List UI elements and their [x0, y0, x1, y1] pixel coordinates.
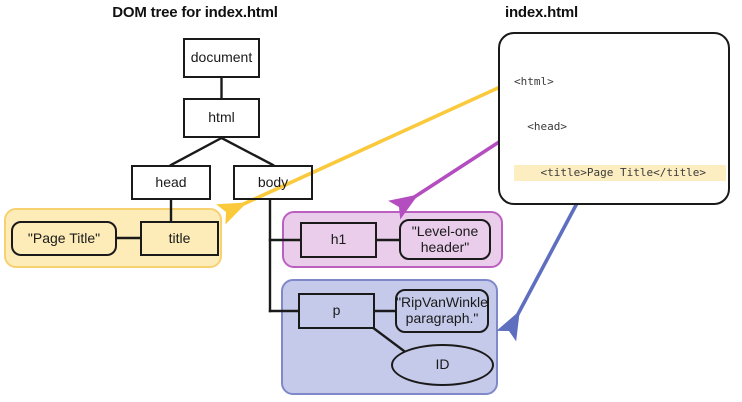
node-document[interactable]: document [183, 38, 260, 78]
node-id-attribute[interactable]: ID [391, 344, 494, 386]
node-p[interactable]: p [298, 293, 375, 329]
dom-tree-title: DOM tree for index.html [112, 4, 278, 21]
node-head[interactable]: head [131, 165, 211, 200]
edge-html-body [219, 136, 275, 167]
code-line: <head> [514, 120, 567, 134]
tree-edges [115, 76, 414, 359]
node-p-text[interactable]: "RipVanWinkle paragraph." [395, 289, 489, 333]
node-html[interactable]: html [183, 98, 260, 138]
edge-html-head [169, 136, 224, 167]
code-panel-title: index.html [505, 4, 579, 21]
code-line: <html> [514, 74, 554, 88]
node-title-text[interactable]: "Page Title" [11, 221, 117, 256]
node-h1-text[interactable]: "Level-one header" [399, 219, 491, 260]
code-panel: <html> <head> <title>Page Title</title> … [498, 32, 730, 205]
title-callout-arrow [216, 70, 534, 225]
code-listing[interactable]: <html> <head> <title>Page Title</title> … [514, 43, 726, 203]
node-body[interactable]: body [233, 165, 313, 200]
node-title[interactable]: title [140, 221, 219, 256]
code-line-title: <title>Page Title</title> [514, 165, 726, 181]
node-h1[interactable]: h1 [300, 222, 377, 258]
